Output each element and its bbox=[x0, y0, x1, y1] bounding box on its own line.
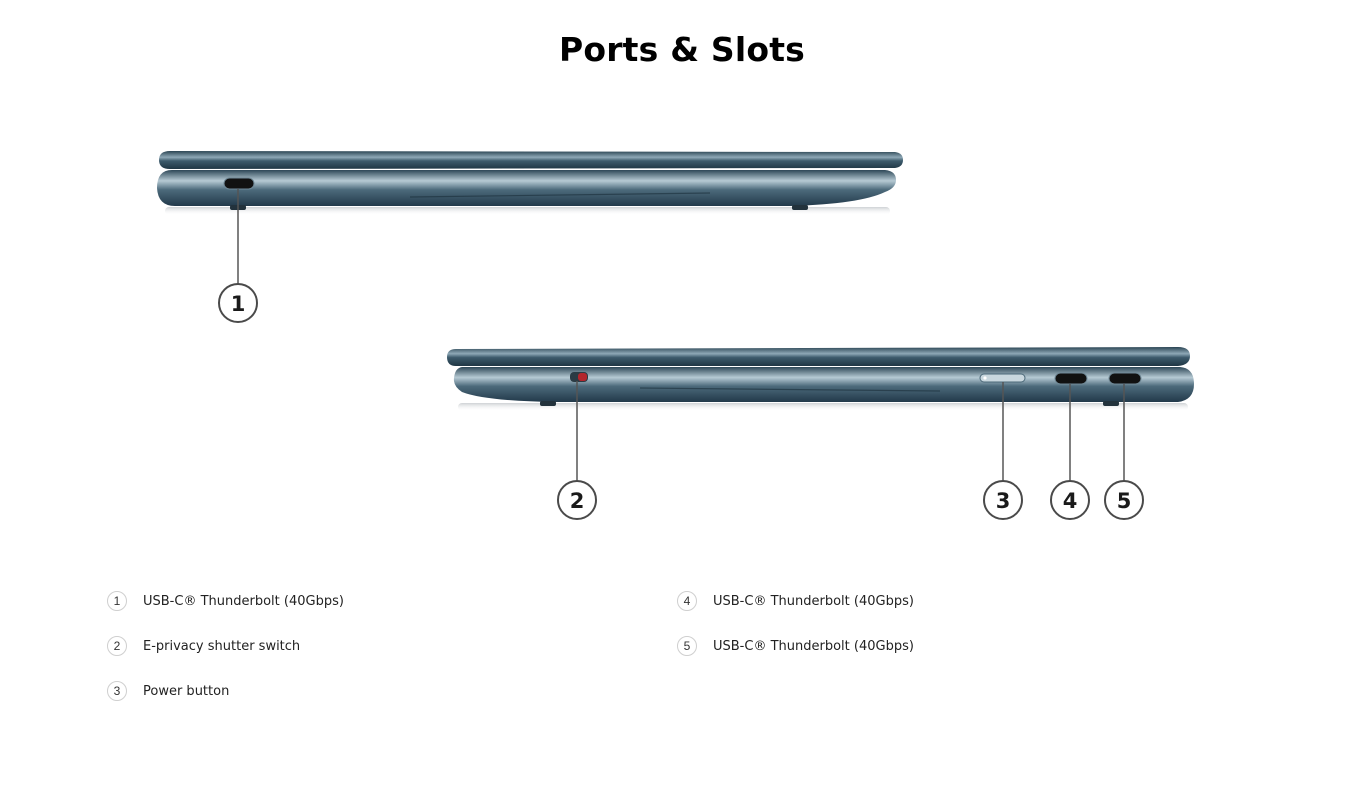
laptop-left-shadow bbox=[165, 207, 890, 215]
legend-label-5: USB-C® Thunderbolt (40Gbps) bbox=[713, 638, 914, 654]
power-button-led bbox=[983, 376, 987, 380]
callout-5: 5 bbox=[1104, 480, 1144, 520]
laptop-left-foot-back bbox=[792, 205, 808, 210]
callout-number-4: 4 bbox=[1063, 489, 1078, 513]
laptop-left-lid bbox=[159, 151, 903, 169]
legend-label-2: E-privacy shutter switch bbox=[143, 638, 301, 654]
callout-4: 4 bbox=[1050, 480, 1090, 520]
legend-badge-1: 1 bbox=[107, 591, 127, 611]
laptop-right-lid bbox=[447, 347, 1190, 366]
callout-ring-5 bbox=[1104, 480, 1144, 520]
laptop-left-seam bbox=[409, 192, 711, 198]
callout-number-3: 3 bbox=[996, 489, 1011, 513]
laptop-right-shadow bbox=[458, 403, 1188, 411]
legend-badge-3: 3 bbox=[107, 681, 127, 701]
callout-ring-3 bbox=[983, 480, 1023, 520]
callout-ring-1 bbox=[218, 283, 258, 323]
legend-item-1: 1 USB-C® Thunderbolt (40Gbps) bbox=[107, 589, 344, 613]
legend-badge-2: 2 bbox=[107, 636, 127, 656]
legend-label-4: USB-C® Thunderbolt (40Gbps) bbox=[713, 593, 914, 609]
legend-badge-5: 5 bbox=[677, 636, 697, 656]
usb-c-port-5 bbox=[1108, 372, 1142, 385]
callout-ring-2 bbox=[557, 480, 597, 520]
laptop-right-seam bbox=[639, 387, 941, 392]
callout-leaders bbox=[237, 189, 1125, 481]
callout-2: 2 bbox=[557, 480, 597, 520]
legend-label-1: USB-C® Thunderbolt (40Gbps) bbox=[143, 593, 344, 609]
power-button bbox=[979, 373, 1026, 383]
callout-number-5: 5 bbox=[1117, 489, 1132, 513]
laptop-right-base bbox=[453, 367, 1194, 402]
callout-3: 3 bbox=[983, 480, 1023, 520]
laptop-left-base bbox=[157, 170, 896, 206]
laptop-right-foot-back bbox=[1103, 401, 1119, 406]
usb-c-port-1 bbox=[223, 177, 255, 190]
callout-number-1: 1 bbox=[231, 292, 246, 316]
legend-item-2: 2 E-privacy shutter switch bbox=[107, 634, 300, 658]
laptop-left-side-view bbox=[157, 151, 903, 215]
page-title: Ports & Slots bbox=[558, 30, 806, 69]
callout-number-2: 2 bbox=[570, 489, 585, 513]
usb-c-port-4 bbox=[1054, 372, 1088, 385]
legend-item-4: 4 USB-C® Thunderbolt (40Gbps) bbox=[677, 589, 914, 613]
callout-ring-4 bbox=[1050, 480, 1090, 520]
laptop-right-side-view bbox=[447, 347, 1194, 411]
legend-label-3: Power button bbox=[143, 683, 230, 699]
e-privacy-shutter-red-dot bbox=[578, 373, 587, 381]
laptop-right-foot-front bbox=[540, 401, 556, 406]
ports-diagram: 1 2 3 4 5 bbox=[157, 151, 1194, 520]
legend-badge-4: 4 bbox=[677, 591, 697, 611]
callout-1: 1 bbox=[218, 283, 258, 323]
legend-item-5: 5 USB-C® Thunderbolt (40Gbps) bbox=[677, 634, 914, 658]
legend-item-3: 3 Power button bbox=[107, 679, 229, 703]
